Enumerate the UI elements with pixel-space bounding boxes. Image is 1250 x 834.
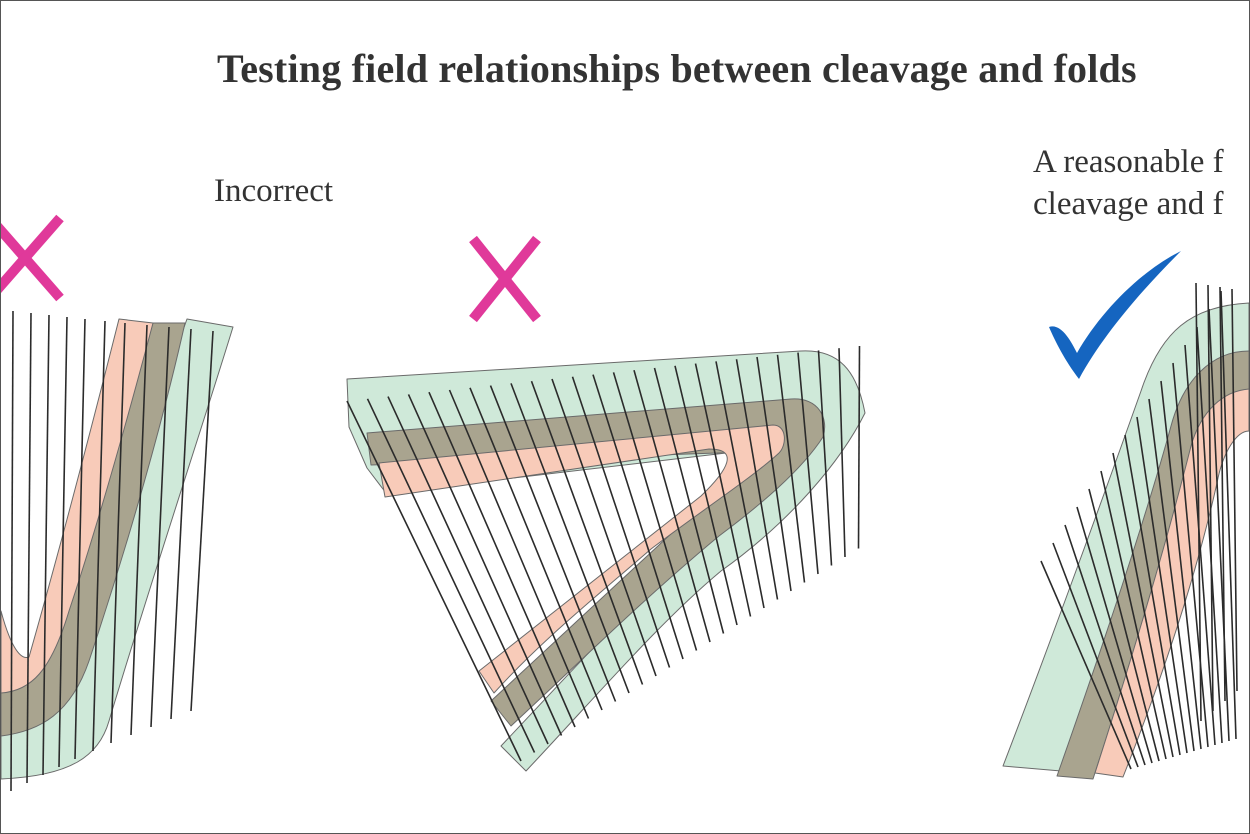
cleavage-line <box>26 312 32 784</box>
right-cleavage-lines <box>1040 282 1238 770</box>
cleavage-line <box>1124 434 1181 756</box>
cleavage-line <box>756 356 792 592</box>
cross-icon <box>1 214 64 302</box>
cleavage-line <box>1184 344 1216 746</box>
cleavage-line <box>674 365 738 626</box>
cleavage-line <box>694 363 752 617</box>
left-inner-layer <box>1 318 154 694</box>
cleavage-line <box>857 345 861 549</box>
panel-right-fold <box>1002 251 1249 780</box>
cleavage-line <box>1148 398 1195 752</box>
cleavage-line <box>428 391 576 728</box>
cleavage-line <box>469 387 603 711</box>
cleavage-line <box>42 314 50 776</box>
checkmark-icon <box>1049 251 1181 379</box>
cleavage-line <box>1195 282 1202 722</box>
cleavage-line <box>1112 452 1174 758</box>
label-incorrect: Incorrect <box>214 173 334 209</box>
cleavage-line <box>387 396 549 745</box>
cleavage-line <box>797 352 819 575</box>
cleavage-line <box>612 372 698 651</box>
label-reasonable-line-1: A reasonable f <box>1033 144 1224 180</box>
cleavage-line <box>653 367 725 634</box>
cleavage-line <box>817 350 833 566</box>
cleavage-line <box>10 310 14 792</box>
cleavage-line <box>838 348 846 558</box>
panel-middle-fold <box>346 235 866 772</box>
cleavage-line <box>92 320 106 752</box>
cross-stroke <box>1 214 64 294</box>
cleavage-line <box>1064 524 1146 766</box>
cleavage-line <box>551 378 657 677</box>
cleavage-line <box>571 376 671 668</box>
cleavage-line <box>170 328 192 720</box>
cleavage-line <box>1052 542 1139 768</box>
cross-stroke <box>469 235 541 323</box>
cleavage-line <box>530 380 644 685</box>
cleavage-line <box>1172 362 1209 748</box>
cleavage-line <box>346 400 522 762</box>
cleavage-line <box>1160 380 1202 750</box>
cleavage-line <box>1088 488 1160 762</box>
cleavage-line <box>1076 506 1153 764</box>
cleavage-line <box>130 324 148 736</box>
cleavage-line <box>1231 288 1238 692</box>
middle-cleavage-lines <box>346 345 861 762</box>
cleavage-line <box>510 383 630 694</box>
middle-inner-layer <box>378 424 785 694</box>
left-cleavage-lines <box>10 310 214 792</box>
cleavage-line <box>74 318 86 760</box>
cleavage-line <box>110 322 126 744</box>
cleavage-line <box>735 359 779 600</box>
cleavage-line <box>776 354 806 583</box>
cleavage-line <box>366 398 536 753</box>
cleavage-line <box>150 326 170 728</box>
cleavage-line <box>1207 284 1214 712</box>
diagram-title: Testing field relationships between clea… <box>217 46 1137 91</box>
cleavage-line <box>715 361 765 609</box>
cleavage-line <box>592 374 684 660</box>
cleavage-line <box>1136 416 1188 754</box>
cleavage-line <box>1220 290 1237 740</box>
cleavage-line <box>448 389 590 719</box>
panel-left-fold <box>1 214 234 792</box>
cross-icon <box>469 235 541 323</box>
cleavage-line <box>1219 286 1226 702</box>
cleavage-line <box>1196 326 1223 744</box>
cleavage-line <box>1208 308 1230 742</box>
cleavage-line <box>190 330 214 712</box>
cleavage-line <box>58 316 68 768</box>
cleavage-line <box>633 369 711 643</box>
cleavage-line <box>1100 470 1167 760</box>
cleavage-line <box>489 385 617 702</box>
label-reasonable: A reasonable f cleavage and f <box>1033 141 1224 225</box>
label-reasonable-line-2: cleavage and f <box>1033 186 1224 222</box>
cleavage-line <box>407 394 563 736</box>
cleavage-line <box>1040 560 1132 770</box>
